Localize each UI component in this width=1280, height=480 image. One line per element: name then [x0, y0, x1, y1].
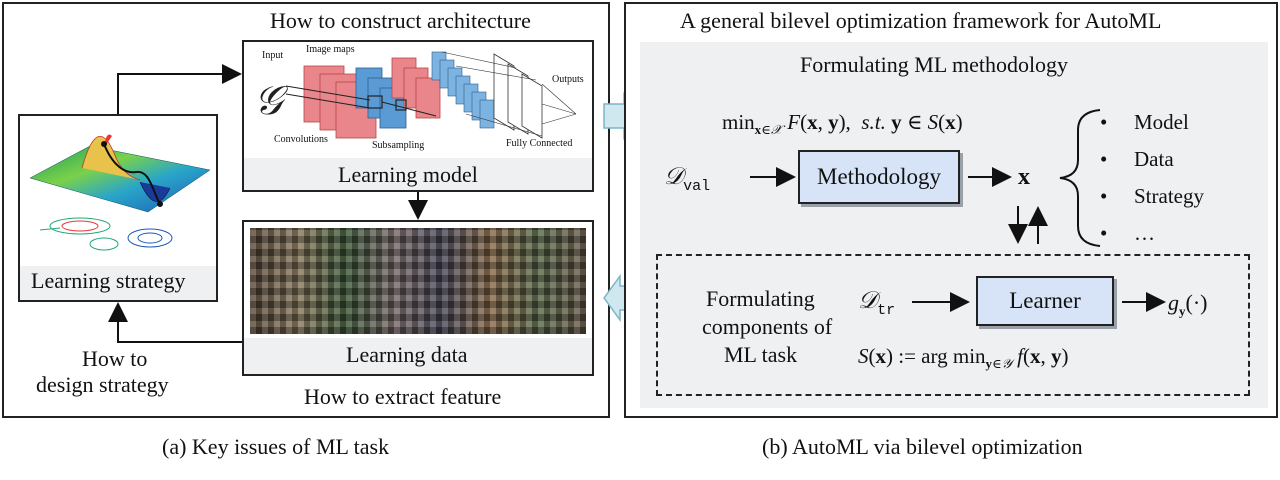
bullet-strategy: •Strategy: [1100, 184, 1204, 208]
lower-level-region: [656, 254, 1250, 396]
learning-data-label-strip: [244, 338, 592, 374]
caption-left: (a) Key issues of ML task: [162, 434, 390, 459]
arrow-data-to-strategy: [108, 302, 242, 343]
cnn-input-label: Input: [262, 50, 284, 61]
d-tr-symbol: 𝒟tr: [858, 288, 896, 319]
learning-strategy-label: Learning strategy: [31, 268, 186, 293]
x-symbol: x: [1018, 164, 1030, 190]
bullet-model: •Model: [1100, 110, 1189, 134]
curly-brace-icon: [1059, 109, 1101, 247]
cnn-outputs-label: Outputs: [552, 74, 584, 85]
cnn-image-maps-label: Image maps: [306, 44, 355, 55]
formulating-components-line2: components of: [702, 314, 833, 339]
formulating-methodology-label: Formulating ML methodology: [800, 52, 1069, 77]
methodology-region: [640, 42, 1268, 408]
formulating-components-line3: ML task: [724, 342, 798, 367]
cnn-diagram: 𝒢: [254, 51, 577, 139]
upper-level-formula: minx∈𝒳 F(x, y), s.t. y ∈ S(x): [722, 110, 963, 138]
learner-box: Learner: [976, 276, 1114, 326]
arrow-strategy-to-model: [117, 64, 242, 114]
learning-strategy-box: [18, 114, 218, 302]
arch-title: How to construct architecture: [270, 8, 531, 33]
d-val-symbol: 𝒟val: [664, 164, 711, 195]
caption-right: (b) AutoML via bilevel optimization: [762, 434, 1083, 459]
learning-model-label-strip: [244, 158, 592, 190]
design-strategy-line1: How to: [82, 346, 148, 371]
cnn-subsampling-label: Subsampling: [372, 140, 425, 151]
cnn-illustration: 𝒢 Input Image maps Outputs Convolutions …: [246, 44, 590, 158]
learning-model-label: Learning model: [338, 162, 478, 187]
framework-title: A general bilevel optimization framework…: [680, 8, 1162, 33]
bullet-more: •…: [1100, 221, 1155, 245]
methodology-box: Methodology: [798, 150, 960, 204]
formulating-components-line1: Formulating: [706, 286, 815, 311]
lower-level-formula: S(x) := arg miny∈𝒴 f(x, y): [858, 344, 1069, 372]
image-mosaic: [250, 228, 586, 334]
learning-data-box: [242, 220, 594, 376]
learning-data-label: Learning data: [346, 342, 468, 367]
learning-strategy-label-strip: [20, 266, 216, 300]
extract-feature-label: How to extract feature: [304, 384, 502, 409]
design-strategy-line2: design strategy: [36, 372, 169, 397]
loss-surface-illustration: [29, 134, 211, 251]
g-output: gy(·): [1168, 290, 1208, 319]
bullet-data: •Data: [1100, 147, 1174, 171]
cnn-fully-connected-label: Fully Connected: [506, 138, 573, 149]
cnn-convolutions-label: Convolutions: [274, 134, 328, 145]
